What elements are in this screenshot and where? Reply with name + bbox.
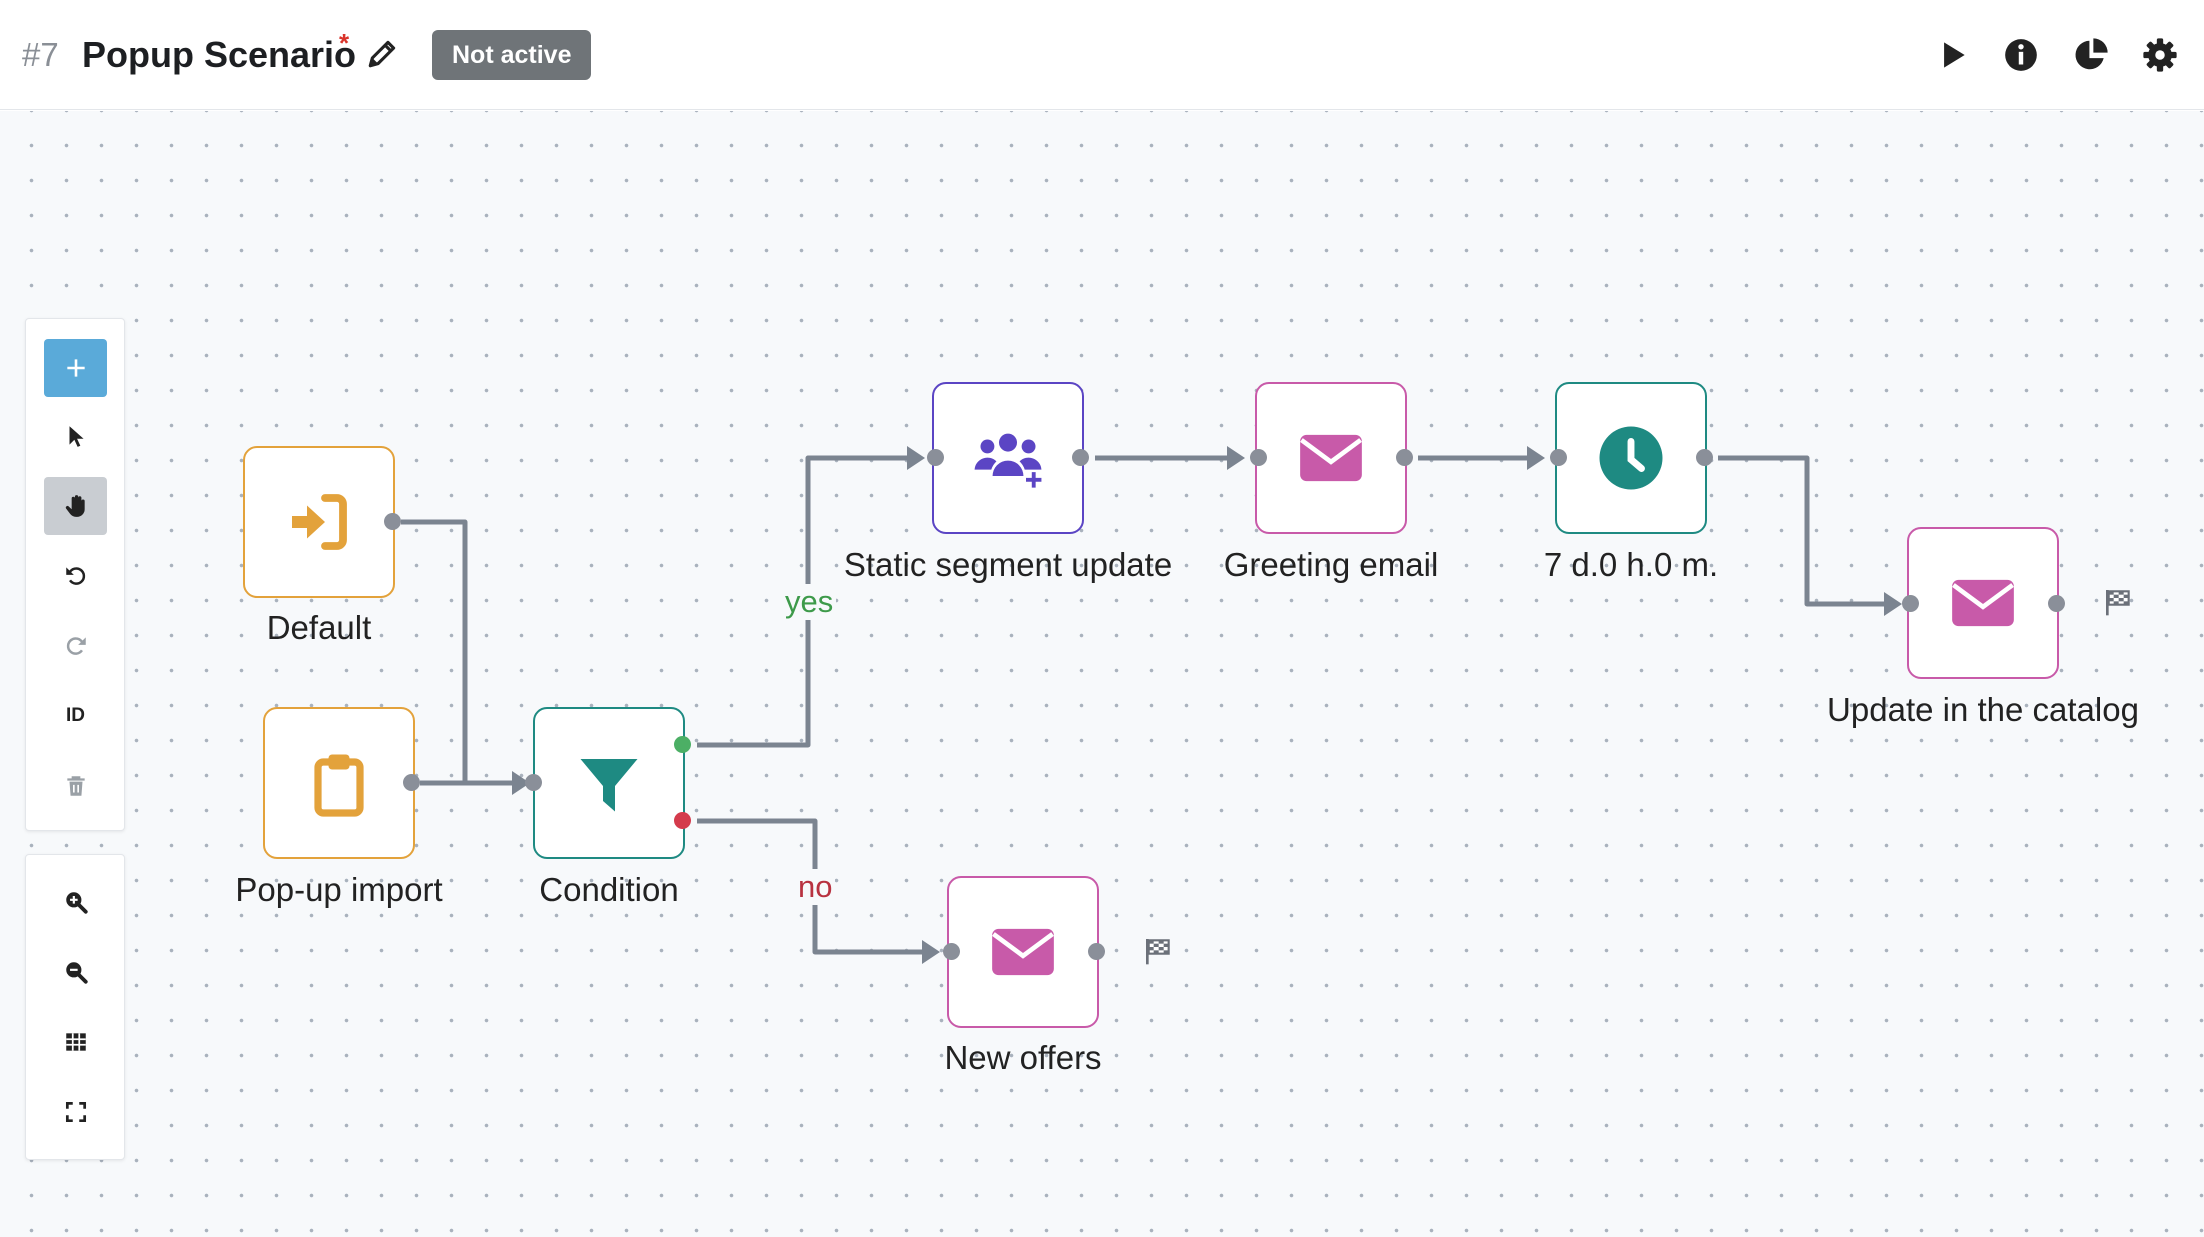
info-icon[interactable] — [2002, 36, 2040, 74]
cursor-icon — [69, 426, 84, 447]
clipboard-icon — [314, 754, 364, 817]
envelope-icon — [1300, 434, 1362, 482]
add-node-button[interactable] — [44, 339, 107, 397]
envelope-icon — [1952, 579, 2014, 627]
zoom-in-icon — [65, 892, 88, 914]
node-static-segment[interactable] — [932, 382, 1084, 534]
sign-in-icon — [292, 494, 347, 550]
node-delay-label: 7 d.0 h.0 m. — [1543, 546, 1719, 583]
zoom-out-icon — [65, 962, 88, 984]
pie-chart-icon[interactable] — [2072, 36, 2110, 74]
scenario-id: #7 — [22, 36, 59, 73]
node-update-catalog-label: Update in the catalog — [1827, 691, 2139, 728]
redo-button[interactable] — [44, 617, 107, 675]
expand-icon — [65, 1101, 86, 1123]
port-condition-in[interactable] — [525, 774, 542, 791]
pan-tool-button[interactable] — [44, 477, 107, 535]
view-toolbar — [25, 854, 125, 1160]
node-greeting-email-label: Greeting email — [1223, 546, 1439, 583]
zoom-in-button[interactable] — [44, 873, 107, 931]
funnel-icon — [580, 759, 638, 812]
finish-flag-icon — [1146, 939, 1170, 965]
node-popup-import[interactable] — [263, 707, 415, 859]
port-greeting-email-in[interactable] — [1250, 449, 1267, 466]
node-condition-label: Condition — [539, 871, 679, 908]
node-update-catalog[interactable] — [1907, 527, 2059, 679]
pencil-icon[interactable] — [366, 36, 400, 70]
port-default-out[interactable] — [384, 513, 401, 530]
branch-no-label: no — [795, 869, 836, 905]
port-update-catalog-out[interactable] — [2048, 595, 2065, 612]
trash-icon — [66, 776, 85, 796]
node-new-offers[interactable] — [947, 876, 1099, 1028]
node-default[interactable] — [243, 446, 395, 598]
port-new-offers-out[interactable] — [1088, 943, 1105, 960]
node-condition[interactable] — [533, 707, 685, 859]
users-plus-icon — [974, 433, 1042, 488]
node-new-offers-label: New offers — [944, 1039, 1102, 1076]
workflow-canvas[interactable] — [0, 111, 2204, 1237]
id-label: ID — [66, 705, 85, 726]
finish-flag-icon — [2106, 590, 2130, 616]
plus-icon — [66, 359, 85, 377]
edit-toolbar: ID — [25, 318, 125, 831]
unsaved-indicator: * — [339, 28, 350, 58]
port-condition-yes[interactable] — [674, 736, 691, 753]
port-greeting-email-out[interactable] — [1396, 449, 1413, 466]
port-new-offers-in[interactable] — [943, 943, 960, 960]
node-delay[interactable] — [1555, 382, 1707, 534]
gear-icon[interactable] — [2141, 36, 2179, 74]
port-delay-in[interactable] — [1550, 449, 1567, 466]
scenario-title: Popup Scenario — [82, 34, 357, 75]
node-popup-import-label: Pop-up import — [235, 871, 443, 908]
zoom-out-button[interactable] — [44, 943, 107, 1001]
node-default-label: Default — [266, 609, 372, 646]
select-tool-button[interactable] — [44, 407, 107, 465]
port-static-segment-out[interactable] — [1072, 449, 1089, 466]
node-greeting-email[interactable] — [1255, 382, 1407, 534]
grid-toggle-button[interactable] — [44, 1013, 107, 1071]
port-update-catalog-in[interactable] — [1902, 595, 1919, 612]
delete-button[interactable] — [44, 757, 107, 815]
envelope-icon — [992, 928, 1054, 976]
node-static-segment-label: Static segment update — [843, 546, 1173, 583]
redo-icon — [66, 637, 86, 655]
status-badge[interactable]: Not active — [432, 30, 592, 80]
table-icon — [65, 1033, 86, 1051]
clock-icon — [1599, 426, 1663, 490]
undo-icon — [65, 567, 85, 585]
show-id-button[interactable]: ID — [44, 687, 107, 745]
play-icon[interactable] — [1933, 36, 1971, 74]
port-popup-import-out[interactable] — [403, 774, 420, 791]
branch-yes-label: yes — [782, 584, 837, 620]
scenario-header: #7 Popup Scenario * Not active — [0, 0, 2204, 110]
fullscreen-button[interactable] — [44, 1083, 107, 1141]
port-condition-no[interactable] — [674, 812, 691, 829]
undo-button[interactable] — [44, 547, 107, 605]
port-delay-out[interactable] — [1696, 449, 1713, 466]
hand-icon — [65, 495, 85, 517]
port-static-segment-in[interactable] — [927, 449, 944, 466]
